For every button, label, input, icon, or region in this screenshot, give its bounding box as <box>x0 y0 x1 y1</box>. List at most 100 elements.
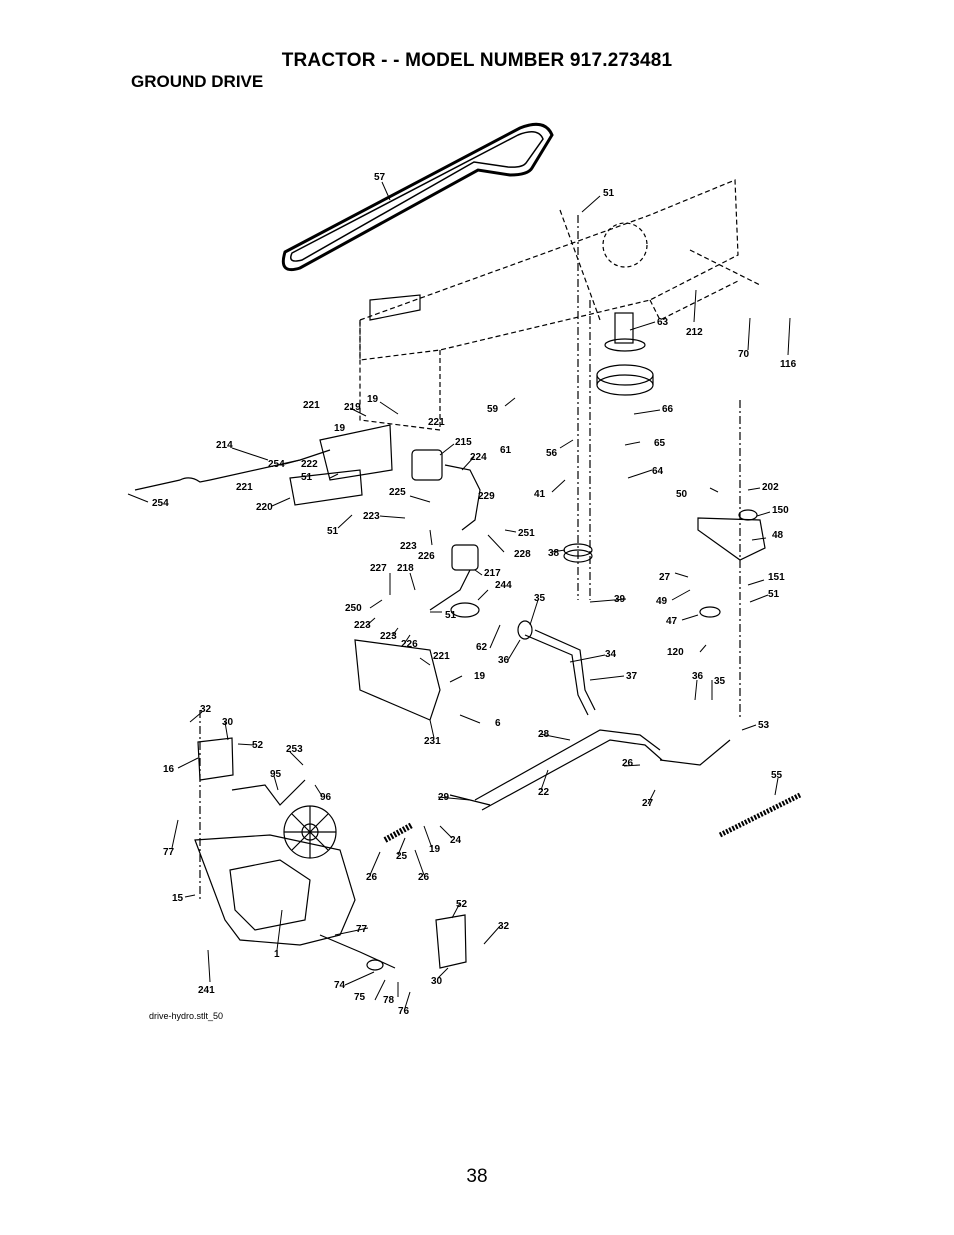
callout-62: 62 <box>476 642 488 653</box>
callout-61: 61 <box>500 445 512 456</box>
callout-221: 221 <box>236 482 253 493</box>
callout-39: 39 <box>614 594 626 605</box>
callout-19: 19 <box>367 394 379 405</box>
callout-57: 57 <box>374 172 386 183</box>
callout-253: 253 <box>286 744 303 755</box>
callout-251: 251 <box>518 528 535 539</box>
callout-96: 96 <box>320 792 332 803</box>
diagram-filename: drive-hydro.stlt_50 <box>149 1011 224 1021</box>
callout-66: 66 <box>662 404 674 415</box>
callout-76: 76 <box>398 1006 410 1017</box>
callout-64: 64 <box>652 466 664 477</box>
callout-228: 228 <box>514 549 531 560</box>
callout-28: 28 <box>538 729 550 740</box>
callout-244: 244 <box>495 580 512 591</box>
callout-51: 51 <box>327 526 339 537</box>
callout-63: 63 <box>657 317 669 328</box>
leader-lines <box>127 181 791 1009</box>
callout-49: 49 <box>656 596 668 607</box>
callout-150: 150 <box>772 505 789 516</box>
callout-226: 226 <box>418 551 435 562</box>
callout-30: 30 <box>431 976 443 987</box>
callout-38: 38 <box>548 548 560 559</box>
callout-labels: 57 51 63 212 70 116 19 221 219 221 19 59… <box>152 172 797 1017</box>
callout-223: 223 <box>354 620 371 631</box>
callout-225: 225 <box>389 487 406 498</box>
callout-59: 59 <box>487 404 499 415</box>
diagram-art <box>134 122 802 971</box>
callout-221: 221 <box>303 400 320 411</box>
callout-51: 51 <box>603 188 615 199</box>
callout-70: 70 <box>738 349 750 360</box>
callout-19: 19 <box>334 423 346 434</box>
callout-116: 116 <box>780 359 797 370</box>
section-title: GROUND DRIVE <box>131 72 264 91</box>
callout-151: 151 <box>768 572 785 583</box>
callout-77: 77 <box>163 847 175 858</box>
callout-32: 32 <box>200 704 212 715</box>
callout-65: 65 <box>654 438 666 449</box>
callout-241: 241 <box>198 985 215 996</box>
callout-223: 223 <box>363 511 380 522</box>
callout-220: 220 <box>256 502 273 513</box>
callout-223: 223 <box>400 541 417 552</box>
callout-27: 27 <box>659 572 671 583</box>
callout-35: 35 <box>714 676 726 687</box>
callout-219: 219 <box>344 402 361 413</box>
callout-32: 32 <box>498 921 510 932</box>
callout-47: 47 <box>666 616 678 627</box>
callout-24: 24 <box>450 835 462 846</box>
callout-223: 223 <box>380 631 397 642</box>
callout-52: 52 <box>252 740 264 751</box>
callout-19: 19 <box>429 844 441 855</box>
callout-231: 231 <box>424 736 441 747</box>
callout-224: 224 <box>470 452 487 463</box>
callout-50: 50 <box>676 489 688 500</box>
callout-95: 95 <box>270 769 282 780</box>
callout-22: 22 <box>538 787 550 798</box>
callout-202: 202 <box>762 482 779 493</box>
callout-29: 29 <box>438 792 450 803</box>
page-title: TRACTOR - - MODEL NUMBER 917.273481 <box>281 50 673 71</box>
callout-55: 55 <box>771 770 783 781</box>
callout-221: 221 <box>428 417 445 428</box>
callout-35: 35 <box>534 593 546 604</box>
callout-217: 217 <box>484 568 501 579</box>
callout-227: 227 <box>370 563 387 574</box>
callout-250: 250 <box>345 603 362 614</box>
callout-221: 221 <box>433 651 450 662</box>
callout-254: 254 <box>268 459 285 470</box>
callout-120: 120 <box>667 647 684 658</box>
callout-26: 26 <box>622 758 634 769</box>
callout-56: 56 <box>546 448 558 459</box>
callout-218: 218 <box>397 563 414 574</box>
callout-226: 226 <box>401 639 418 650</box>
callout-30: 30 <box>222 717 234 728</box>
callout-77: 77 <box>356 924 368 935</box>
callout-78: 78 <box>383 995 395 1006</box>
callout-37: 37 <box>626 671 638 682</box>
callout-26: 26 <box>366 872 378 883</box>
callout-48: 48 <box>772 530 784 541</box>
callout-19: 19 <box>474 671 486 682</box>
callout-15: 15 <box>172 893 184 904</box>
callout-34: 34 <box>605 649 617 660</box>
callout-6: 6 <box>495 718 501 729</box>
callout-41: 41 <box>534 489 546 500</box>
callout-26: 26 <box>418 872 430 883</box>
callout-254: 254 <box>152 498 169 509</box>
callout-74: 74 <box>334 980 346 991</box>
page-number: 38 <box>466 1166 488 1187</box>
callout-25: 25 <box>396 851 408 862</box>
callout-51: 51 <box>445 610 457 621</box>
callout-16: 16 <box>163 764 175 775</box>
callout-75: 75 <box>354 992 366 1003</box>
callout-52: 52 <box>456 899 468 910</box>
callout-53: 53 <box>758 720 770 731</box>
callout-51: 51 <box>768 589 780 600</box>
callout-27: 27 <box>642 798 654 809</box>
callout-222: 222 <box>301 459 318 470</box>
callout-215: 215 <box>455 437 472 448</box>
callout-36: 36 <box>498 655 510 666</box>
